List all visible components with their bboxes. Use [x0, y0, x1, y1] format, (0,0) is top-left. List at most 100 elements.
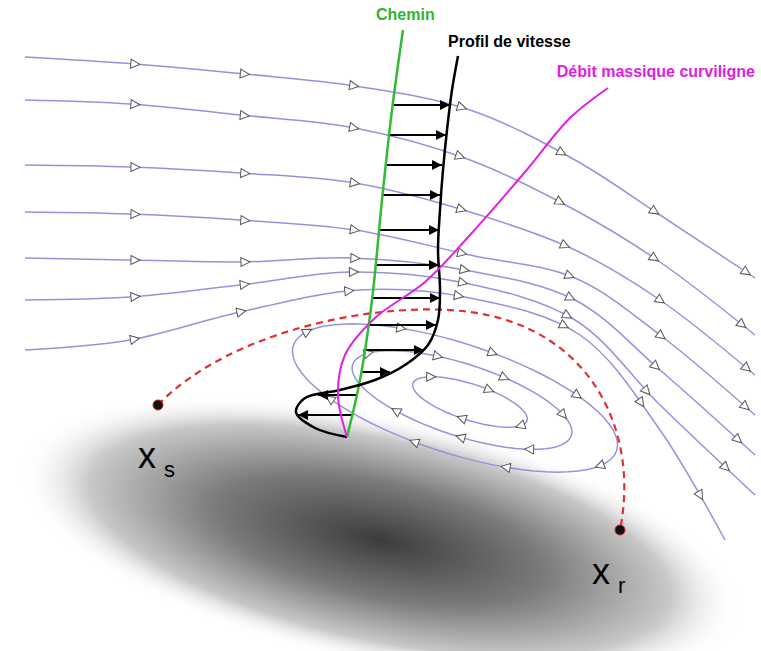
- flow-triangle: [131, 256, 140, 265]
- flow-triangle: [648, 252, 660, 264]
- flow-triangle: [131, 163, 140, 172]
- flow-triangle: [720, 461, 733, 474]
- flow-triangle: [650, 360, 663, 373]
- flow-triangle: [457, 248, 468, 259]
- flow-triangle: [408, 436, 420, 448]
- velocity-profile: [296, 30, 608, 437]
- flow-triangle: [241, 216, 251, 226]
- flow-triangle: [241, 257, 250, 266]
- mass-flow-curve: [338, 88, 608, 437]
- recirculation-bubble: [292, 324, 617, 472]
- velocity-arrow: [389, 134, 446, 136]
- flow-triangle: [349, 267, 358, 276]
- flow-triangle: [654, 294, 667, 307]
- flow-triangle: [351, 254, 360, 263]
- velocity-arrow: [386, 164, 442, 166]
- flow-triangle: [344, 286, 354, 296]
- flow-triangle: [694, 489, 706, 501]
- flow-triangle: [562, 310, 574, 322]
- flow-triangle: [236, 306, 247, 317]
- flow-triangle: [557, 409, 570, 422]
- streamline: [25, 57, 755, 278]
- velocity-arrow: [372, 297, 440, 299]
- flow-triangle: [241, 169, 251, 179]
- flow-triangle: [556, 147, 568, 159]
- flow-triangle: [635, 397, 648, 410]
- flow-triangle: [736, 318, 749, 331]
- flow-triangle: [456, 204, 467, 215]
- point-subscript: s: [164, 458, 175, 482]
- solid-body: [0, 341, 761, 651]
- flow-triangle: [500, 462, 510, 472]
- flow-triangle: [741, 362, 754, 375]
- flow-triangle: [349, 81, 359, 91]
- flow-triangle: [131, 210, 140, 219]
- path-label: Chemin: [376, 6, 435, 24]
- flow-triangle: [739, 400, 752, 413]
- flow-triangle: [427, 372, 436, 381]
- flow-triangle: [484, 384, 496, 396]
- flow-triangle: [456, 102, 467, 113]
- flow-triangle: [455, 432, 466, 443]
- flow-triangle: [454, 291, 464, 301]
- mass-flow-label: Débit massique curviligne: [557, 63, 755, 81]
- velocity-arrow: [361, 371, 390, 373]
- path-line: [347, 30, 403, 437]
- flow-triangle: [649, 205, 661, 217]
- separation-line: [158, 309, 624, 530]
- separation-point: [153, 400, 163, 410]
- flow-triangle: [732, 433, 745, 446]
- flow-triangle: [454, 151, 465, 162]
- flow-triangle: [240, 279, 250, 289]
- flow-triangle: [240, 111, 250, 121]
- flow-triangle: [565, 292, 577, 304]
- flow-triangle: [301, 325, 313, 337]
- streamline: [25, 212, 755, 415]
- flow-triangle: [558, 320, 570, 332]
- flow-direction-triangles: [130, 59, 754, 501]
- point-subscript: r: [618, 574, 625, 598]
- flow-triangle: [571, 389, 584, 402]
- recirculation-loop: [352, 351, 572, 450]
- velocity-arrow: [368, 324, 436, 326]
- flow-triangle: [640, 385, 653, 398]
- flow-triangle: [499, 372, 511, 384]
- flow-triangle: [350, 178, 360, 188]
- flow-triangle: [594, 460, 606, 472]
- flow-triangle: [458, 277, 469, 288]
- streamline: [25, 289, 725, 540]
- flow-triangle: [515, 420, 526, 431]
- flow-triangle: [564, 270, 576, 282]
- velocity-arrow: [383, 194, 440, 196]
- point-symbol: x: [138, 436, 156, 476]
- reattachment-point: [615, 525, 625, 535]
- velocity-arrow: [298, 414, 352, 416]
- flow-triangle: [350, 225, 360, 235]
- point-symbol: x: [592, 552, 610, 592]
- streamline: [25, 258, 755, 455]
- flow-triangle: [655, 330, 668, 343]
- flow-triangle: [390, 405, 402, 417]
- flow-triangle: [433, 351, 444, 362]
- flow-triangle: [131, 292, 141, 302]
- recirculation-loop: [413, 377, 528, 427]
- flow-triangle: [559, 240, 571, 252]
- recirculation-loop: [292, 324, 617, 472]
- flow-triangle: [459, 265, 469, 275]
- flow-triangle: [130, 334, 141, 345]
- velocity-arrow: [376, 264, 440, 266]
- flow-triangle: [456, 412, 467, 423]
- flow-triangle: [487, 347, 499, 359]
- streamline: [25, 165, 755, 375]
- flow-triangle: [240, 69, 250, 79]
- flow-triangle: [131, 100, 141, 110]
- profile-label: Profil de vitesse: [448, 33, 571, 51]
- velocity-arrow: [393, 104, 450, 106]
- flow-triangle: [524, 445, 533, 454]
- velocity-profile-curve: [296, 56, 458, 437]
- flow-triangle: [349, 123, 360, 134]
- flow-triangle: [554, 196, 566, 208]
- flow-triangle: [130, 59, 140, 69]
- velocity-arrow: [365, 349, 425, 351]
